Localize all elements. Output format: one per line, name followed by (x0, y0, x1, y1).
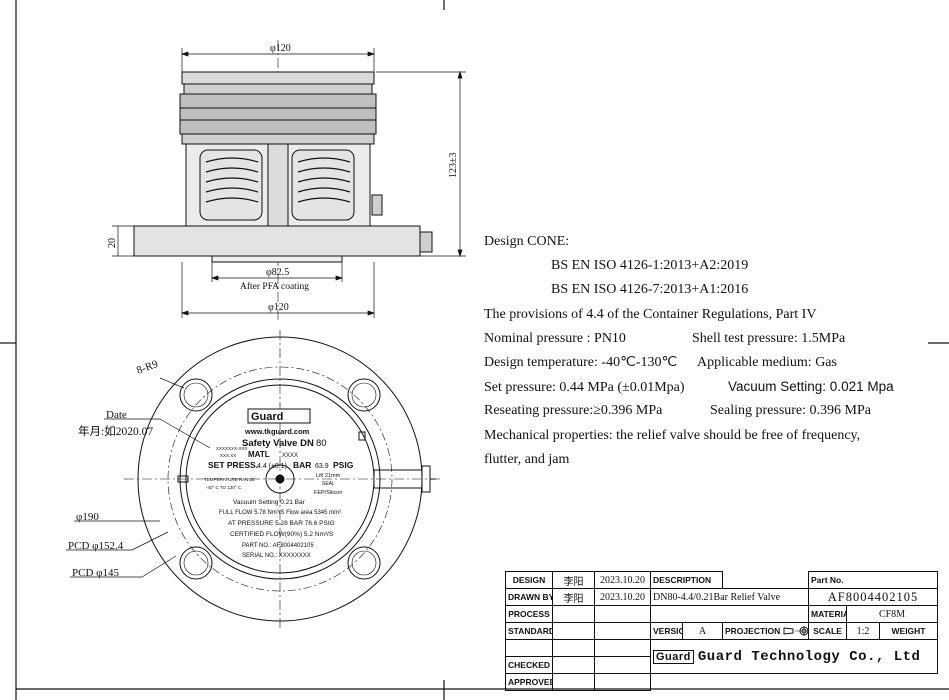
dim-top-dia: φ120 (270, 43, 291, 54)
note-std1: BS EN ISO 4126-1:2013+A2:2019 (551, 258, 749, 274)
tb-version-label: VERSION (650, 622, 683, 640)
tb-projection: PROJECTION (722, 622, 809, 640)
tb-designer: 李阳 (552, 571, 595, 589)
title-block: DESIGN 李阳 2023.10.20 DESCRIPTION Part No… (505, 571, 938, 691)
pcd-152: PCD φ152.4 (68, 540, 124, 552)
nameplate-dn: 80 (316, 438, 327, 449)
projection-symbol-icon (783, 626, 808, 637)
tb-checked-label: CHECKED (505, 656, 553, 674)
note-provisions: The provisions of 4.4 of the Container R… (484, 306, 817, 322)
nameplate-set-label: SET PRESS. (208, 460, 258, 470)
nameplate-vacuum: Vacuum Setting 0.21 Bar (233, 499, 306, 506)
tb-drawer: 李阳 (552, 588, 595, 606)
tb-drawn-date: 2023.10.20 (594, 588, 651, 606)
nameplate-set-value: 4.4 (±0.1) (257, 463, 287, 470)
tb-weight-label: WEIGHT (879, 622, 938, 640)
tb-scale: 1:2 (846, 622, 880, 640)
elevation-dimensions (112, 48, 466, 318)
note-mech2: flutter, and jam (484, 451, 570, 467)
dim-height: 123±3 (448, 153, 459, 179)
dim-bore: φ82.5 (266, 267, 289, 278)
tb-company-name: Guard Technology Co., Ltd (697, 648, 921, 665)
note-shell-test: Shell test pressure: 1.5MPa (692, 330, 846, 346)
pcd-145: PCD φ145 (72, 567, 119, 579)
note-design-temp: Design temperature: -40℃-130℃ (484, 354, 678, 370)
nameplate-serial: SERIAL NO.: XXXXXXXX (242, 553, 311, 559)
tb-part-no: AF8004402105 (808, 588, 938, 606)
bore-note: After PFA coating (240, 281, 309, 292)
nameplate-seal-value: FEP/Silicon (314, 490, 342, 496)
tb-design-label: DESIGN (505, 571, 553, 589)
nameplate-part-no: PART NO.: AF8004402105 (242, 543, 314, 549)
tb-approved-label: APPROVED (505, 673, 553, 691)
tb-material: CF8M (846, 605, 938, 623)
dim-flange: 20 (107, 238, 118, 248)
tb-part-no-label: Part No. (808, 571, 938, 589)
title-block-table: DESIGN 李阳 2023.10.20 DESCRIPTION Part No… (505, 571, 938, 691)
design-notes: Design CONE: BS EN ISO 4126-1:2013+A2:20… (484, 230, 944, 472)
holes-label: 8-R9 (135, 358, 160, 377)
note-pressures: Nominal pressure : PN10 Shell test pressu… (484, 327, 944, 351)
nameplate-website: www.tkguard.com (244, 427, 310, 436)
tb-version: A (682, 622, 723, 640)
nameplate-small1: XXXXXXX-XXX (216, 446, 248, 451)
tb-design-date: 2023.10.20 (594, 571, 651, 589)
nameplate-at-pressure: AT PRESSURE 5.28 BAR 76.6 PSIG (228, 520, 335, 527)
note-vacuum-setting: Vacuum Setting: 0.021 Mpa (728, 379, 894, 395)
date-value: 年月:如2020.07 (78, 424, 153, 438)
nameplate-certified: CERTIFIED FLOW(90%) 5.2 Nm³/S (230, 531, 334, 538)
nameplate-full-flow: FULL FLOW 5.78 Nm³/S Flow area 5345 mm² (219, 510, 341, 516)
note-nominal: Nominal pressure : PN10 (484, 330, 626, 346)
tb-projection-label: PROJECTION (725, 625, 781, 636)
tb-material-label: MATERIAL (808, 605, 847, 623)
nameplate-temp-label: TEMPERATURE RANGE (204, 477, 255, 482)
tb-description-label: DESCRIPTION (650, 571, 723, 589)
nameplate-bar: BAR (293, 460, 311, 470)
nameplate-small2: XXX.XX (220, 453, 236, 458)
company-logo: Guard (653, 649, 694, 664)
elevation-view (133, 40, 433, 320)
note-temp-medium: Design temperature: -40℃-130℃ Applicable … (484, 351, 944, 375)
date-label: Date (106, 409, 127, 421)
note-set-pressure: Set pressure: 0.44 MPa (±0.01Mpa) (484, 380, 685, 396)
nameplate-lift: Lift 21mm (316, 473, 341, 479)
tb-standard-label: STANDARD (505, 622, 553, 640)
tb-description: DN80-4.4/0.21Bar Relief Valve (650, 588, 809, 606)
nameplate-psig: PSIG (333, 460, 354, 470)
nameplate-matl-value: XXXX (282, 453, 298, 459)
nameplate: Guard www.tkguard.com Safety Valve DN 80… (204, 408, 354, 559)
note-sealing: Sealing pressure: 0.396 MPa (710, 403, 871, 419)
tb-process-label: PROCESS (505, 605, 553, 623)
plan-dimensions (66, 377, 211, 578)
note-reseating: Reseating pressure:≥0.396 MPa (484, 403, 663, 419)
note-set-vacuum: Set pressure: 0.44 MPa (±0.01Mpa) Vacuum … (484, 375, 944, 399)
nameplate-seal: SEAL (322, 481, 335, 487)
dim-bottom-dia: φ120 (268, 302, 289, 313)
nameplate-temp-value: -40° C TO 130° C (206, 485, 242, 490)
note-std2: BS EN ISO 4126-7:2013+A1:2016 (551, 282, 749, 298)
nameplate-title: Safety Valve DN (242, 438, 314, 449)
plan-view (124, 330, 440, 630)
nameplate-psig-value: 63.9 (315, 463, 329, 470)
note-reseat-seal: Reseating pressure:≥0.396 MPa Sealing pre… (484, 399, 944, 423)
note-mech1: Mechanical properties: the relief valve … (484, 427, 861, 443)
tb-scale-label: SCALE (808, 622, 847, 640)
note-medium: Applicable medium: Gas (697, 354, 837, 370)
nameplate-brand: Guard (251, 411, 283, 423)
tb-drawn-label: DRAWN BY (505, 588, 553, 606)
nameplate-matl-label: MATL (248, 450, 270, 459)
dia-outer: φ190 (76, 511, 99, 523)
note-design-code: Design CONE: (484, 234, 570, 249)
